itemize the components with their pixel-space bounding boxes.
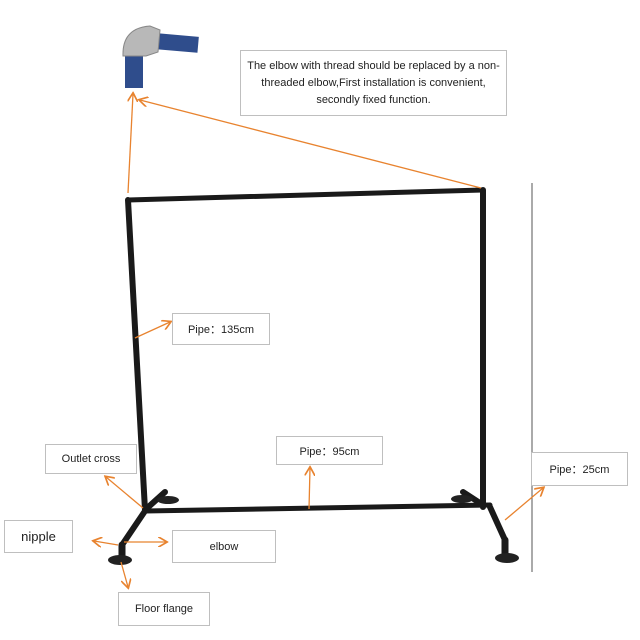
arrows — [94, 94, 543, 587]
elbow-fitting-image — [122, 25, 199, 88]
note-box: The elbow with thread should be replaced… — [240, 50, 507, 116]
label-nipple: nipple — [4, 520, 73, 553]
label-floor-flange: Floor flange — [118, 592, 210, 626]
label-outlet-cross: Outlet cross — [45, 444, 137, 474]
floor-flanges — [108, 495, 519, 565]
label-pipe-25: Pipe：25cm — [531, 452, 628, 486]
label-elbow: elbow — [172, 530, 276, 563]
clothes-rack — [118, 187, 509, 562]
label-pipe-135: Pipe：135cm — [172, 313, 270, 345]
label-pipe-95: Pipe：95cm — [276, 436, 383, 465]
